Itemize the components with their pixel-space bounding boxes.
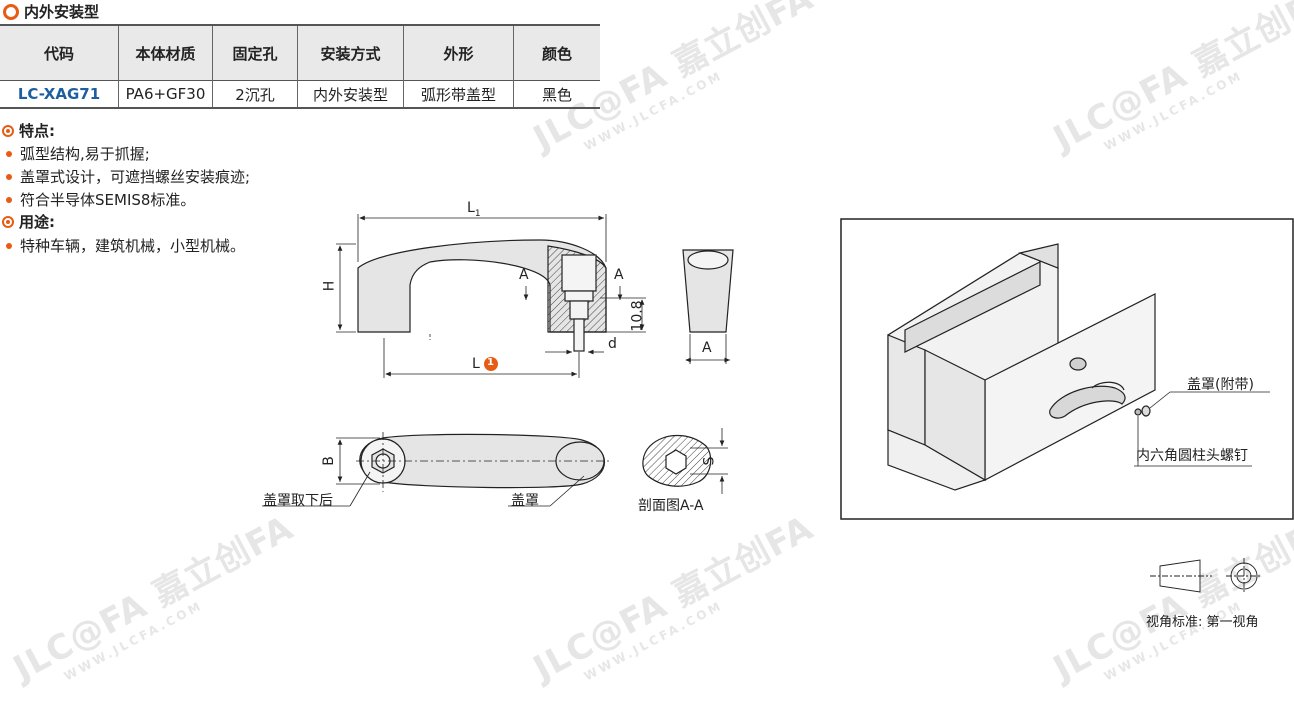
table-row: LC-XAG71 PA6+GF30 2沉孔 内外安装型 弧形带盖型 黑色 — [0, 80, 600, 109]
list-item: 盖罩式设计，可遮挡螺丝安装痕迹; — [6, 166, 250, 187]
bullet-icon — [6, 150, 12, 157]
dim-a-left: A — [519, 267, 529, 283]
label-cap-included: 盖罩(附带) — [1187, 377, 1254, 393]
spec-table: 代码 本体材质 固定孔 安装方式 外形 颜色 LC-XAG71 PA6+GF30… — [0, 24, 600, 109]
handle-side-view — [682, 249, 734, 333]
bullet-icon — [6, 242, 12, 249]
projection-symbol — [1150, 558, 1262, 594]
handle-front-view — [357, 239, 607, 352]
table-header: 颜色 — [513, 24, 600, 81]
usage-title: 用途: — [2, 211, 55, 232]
ring-icon — [3, 3, 19, 20]
dim-l: L — [472, 356, 480, 372]
features-title: 特点: — [2, 120, 55, 141]
dim-d: d — [608, 336, 617, 352]
table-cell: PA6+GF30 — [118, 80, 213, 109]
list-item-text: 符合半导体SEMIS8标准。 — [20, 191, 196, 209]
dim-l-marker: 1 — [487, 357, 494, 368]
dim-a-side: A — [702, 340, 712, 356]
dim-a-right: A — [614, 267, 624, 283]
table-cell: 内外安装型 — [297, 80, 404, 109]
list-item: 弧型结构,易于抓握; — [6, 143, 150, 164]
target-icon — [2, 215, 14, 228]
projection-label: 视角标准: 第一视角 — [1146, 615, 1259, 630]
table-header: 安装方式 — [297, 24, 404, 81]
dim-h: H — [321, 280, 338, 292]
list-item-text: 盖罩式设计，可遮挡螺丝安装痕迹; — [20, 168, 251, 186]
marker-icon — [484, 357, 498, 371]
bullet-icon — [6, 196, 12, 203]
list-item: 特种车辆，建筑机械，小型机械。 — [6, 235, 245, 256]
list-item: 符合半导体SEMIS8标准。 — [6, 189, 195, 210]
features-title-text: 特点: — [19, 122, 55, 140]
label-cap: 盖罩 — [511, 493, 539, 509]
table-header: 外形 — [403, 24, 514, 81]
table-cell: 黑色 — [513, 80, 600, 109]
table-cell-code: LC-XAG71 — [0, 80, 119, 109]
bullet-icon — [6, 173, 12, 180]
list-item-text: 特种车辆，建筑机械，小型机械。 — [20, 237, 246, 255]
table-header: 本体材质 — [118, 24, 213, 81]
drawer-illustration — [887, 243, 1156, 491]
dim-l1: L1 — [467, 200, 481, 219]
label-cap-removed: 盖罩取下后 — [263, 493, 333, 509]
table-cell: 弧形带盖型 — [403, 80, 514, 109]
target-icon — [2, 124, 14, 137]
usage-title-text: 用途: — [19, 213, 55, 231]
dim-s: S — [701, 456, 718, 466]
label-section: 剖面图A-A — [638, 498, 704, 514]
section-title-text: 内外安装型 — [24, 3, 100, 21]
dim-b: B — [320, 456, 337, 466]
list-item-text: 弧型结构,易于抓握; — [20, 145, 150, 163]
table-header: 固定孔 — [212, 24, 298, 81]
table-cell: 2沉孔 — [212, 80, 298, 109]
dim-10-8: 10.8 — [629, 300, 646, 332]
label-screw: 内六角圆柱头螺钉 — [1136, 448, 1248, 464]
handle-top-view — [359, 433, 606, 489]
technical-drawing — [262, 214, 1294, 594]
table-header-row: 代码 本体材质 固定孔 安装方式 外形 颜色 — [0, 24, 600, 81]
table-header: 代码 — [0, 24, 119, 81]
section-title: 内外安装型 — [3, 1, 99, 22]
